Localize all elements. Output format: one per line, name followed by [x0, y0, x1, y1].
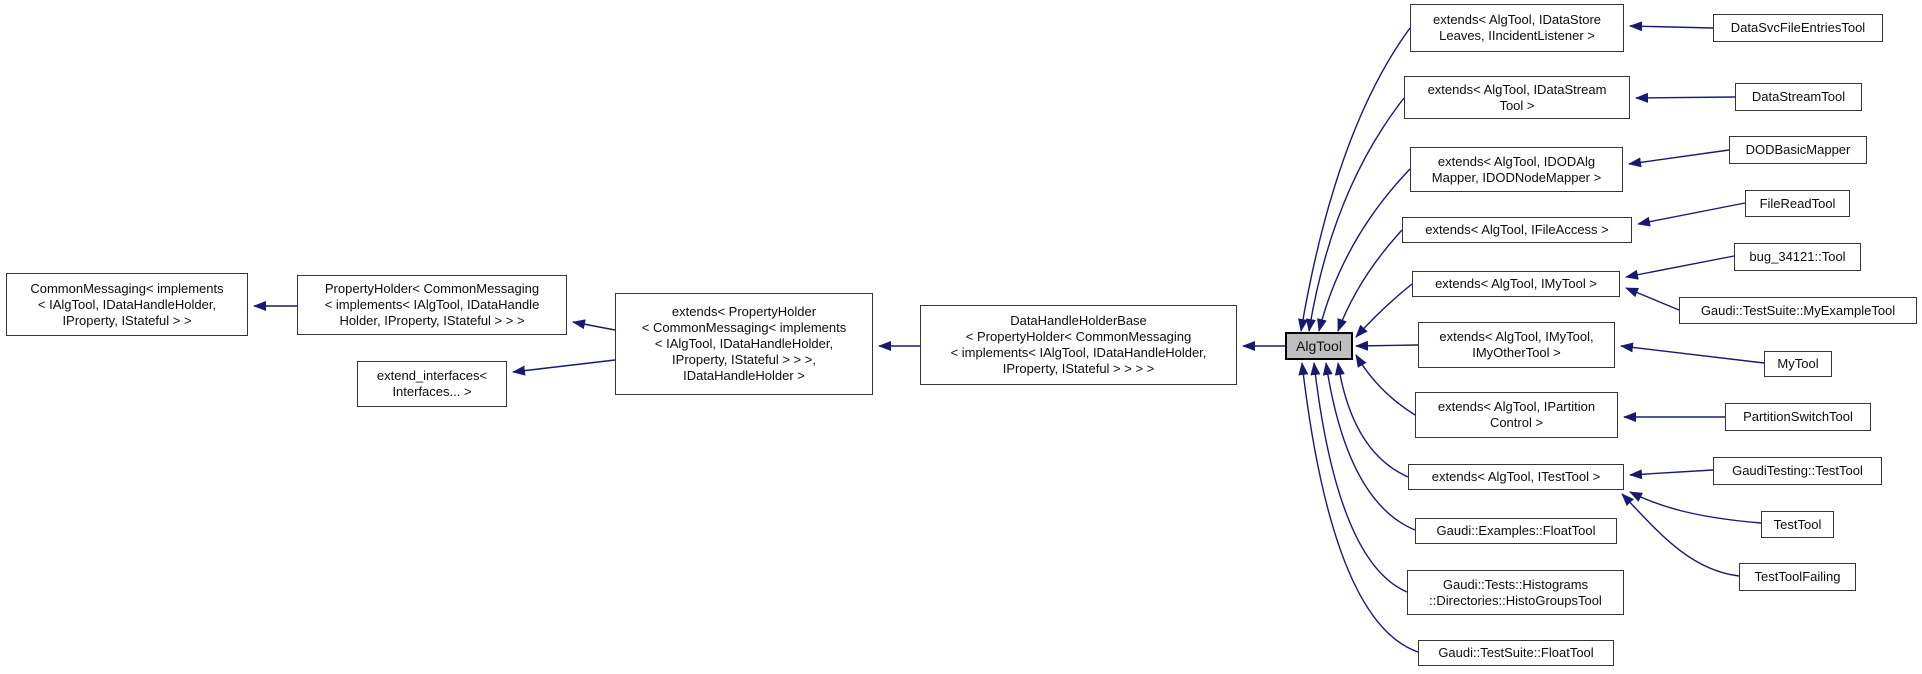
- class-node-testtool[interactable]: TestTool: [1761, 511, 1834, 538]
- inheritance-edge-ext_ipartition-to-algtool: [1355, 354, 1416, 416]
- inheritance-edge-extprop-to-extintf: [512, 359, 616, 376]
- class-node-ext_fileaccess[interactable]: extends< AlgTool, IFileAccess >: [1402, 217, 1632, 243]
- class-node-filereadtool[interactable]: FileReadTool: [1745, 190, 1850, 217]
- inheritance-edge-datasvcfileentries-to-ext_datastore: [1629, 21, 1714, 32]
- inheritance-edge-ext_fileaccess-to-algtool: [1337, 229, 1403, 332]
- inheritance-edge-mytool-to-ext_imytool2: [1620, 342, 1765, 364]
- inheritance-edge-dodbasicmapper-to-ext_dod: [1628, 149, 1730, 168]
- class-node-gauditesting_testtool[interactable]: GaudiTesting::TestTool: [1713, 457, 1882, 485]
- class-node-partitionswitchtool[interactable]: PartitionSwitchTool: [1725, 403, 1871, 431]
- class-node-extprop[interactable]: extends< PropertyHolder < CommonMessagin…: [615, 293, 873, 395]
- class-node-ext_imytool[interactable]: extends< AlgTool, IMyTool >: [1412, 271, 1620, 297]
- inheritance-edge-ext_imytool-to-algtool: [1355, 283, 1413, 338]
- class-node-datastreamtool[interactable]: DataStreamTool: [1735, 83, 1862, 111]
- inheritance-edge-extprop-to-propholder: [572, 319, 616, 331]
- inheritance-edge-gauditesting_testtool-to-ext_itesttool: [1629, 469, 1714, 480]
- class-node-dhhb[interactable]: DataHandleHolderBase < PropertyHolder< C…: [920, 305, 1237, 385]
- class-node-dodbasicmapper[interactable]: DODBasicMapper: [1729, 136, 1867, 164]
- inheritance-edge-ext_itesttool-to-algtool: [1334, 362, 1409, 478]
- class-node-bugtool[interactable]: bug_34121::Tool: [1734, 243, 1861, 271]
- inheritance-edge-ext_dod-to-algtool: [1317, 168, 1411, 332]
- class-node-ext_itesttool[interactable]: extends< AlgTool, ITestTool >: [1408, 464, 1624, 490]
- class-node-floattool_testsuite[interactable]: Gaudi::TestSuite::FloatTool: [1418, 640, 1614, 666]
- class-node-extintf[interactable]: extend_interfaces< Interfaces... >: [357, 361, 507, 407]
- inheritance-edge-myexampletool-to-ext_imytool: [1625, 287, 1680, 311]
- inheritance-edge-filereadtool-to-ext_fileaccess: [1637, 202, 1746, 227]
- class-node-ext_dod[interactable]: extends< AlgTool, IDODAlg Mapper, IDODNo…: [1410, 147, 1623, 192]
- inheritance-edge-ext_datastore-to-algtool: [1298, 27, 1411, 332]
- class-node-ext_imytool2[interactable]: extends< AlgTool, IMyTool, IMyOtherTool …: [1418, 322, 1615, 368]
- inheritance-edge-histogroups-to-algtool: [1310, 362, 1408, 593]
- inheritance-edge-testtoolfailing-to-ext_itesttool: [1621, 493, 1740, 577]
- class-node-floattool_examples[interactable]: Gaudi::Examples::FloatTool: [1415, 518, 1617, 544]
- class-node-histogroups[interactable]: Gaudi::Tests::Histograms ::Directories::…: [1407, 570, 1624, 615]
- class-node-ext_datastore[interactable]: extends< AlgTool, IDataStore Leaves, IIn…: [1410, 4, 1624, 52]
- class-node-common[interactable]: CommonMessaging< implements < IAlgTool, …: [6, 273, 248, 336]
- inheritance-edge-bugtool-to-ext_imytool: [1625, 255, 1735, 280]
- class-node-propholder[interactable]: PropertyHolder< CommonMessaging < implem…: [297, 275, 567, 335]
- inheritance-edge-datastreamtool-to-ext_datastream: [1635, 92, 1736, 103]
- class-node-mytool[interactable]: MyTool: [1764, 351, 1832, 377]
- class-node-myexampletool[interactable]: Gaudi::TestSuite::MyExampleTool: [1679, 297, 1917, 324]
- inheritance-edge-floattool_examples-to-algtool: [1322, 362, 1416, 531]
- inheritance-edge-ext_datastream-to-algtool: [1305, 97, 1405, 332]
- class-node-ext_ipartition[interactable]: extends< AlgTool, IPartition Control >: [1415, 392, 1618, 438]
- class-node-ext_datastream[interactable]: extends< AlgTool, IDataStream Tool >: [1404, 76, 1630, 119]
- inheritance-edge-testtool-to-ext_itesttool: [1629, 491, 1762, 524]
- class-node-algtool[interactable]: AlgTool: [1285, 332, 1353, 360]
- class-node-datasvcfileentries[interactable]: DataSvcFileEntriesTool: [1713, 14, 1883, 42]
- inheritance-edge-floattool_testsuite-to-algtool: [1298, 362, 1419, 653]
- class-node-testtoolfailing[interactable]: TestToolFailing: [1739, 563, 1856, 591]
- inheritance-edge-ext_imytool2-to-algtool: [1355, 340, 1419, 351]
